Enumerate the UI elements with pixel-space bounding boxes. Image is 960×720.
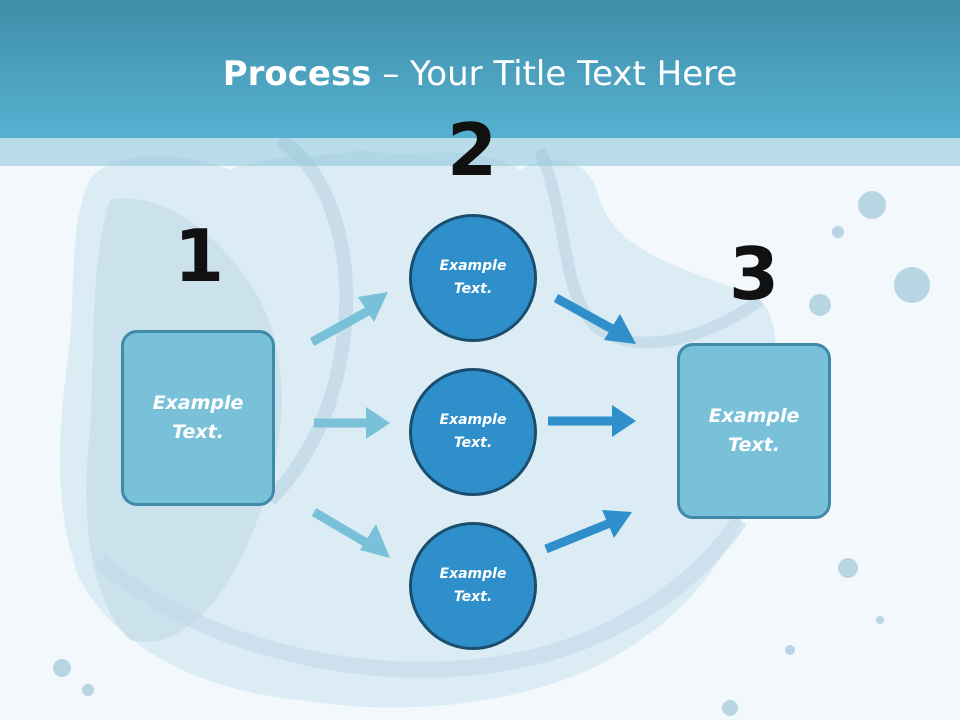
arrow-from-circle-2 — [548, 405, 636, 437]
step-1-text: Example Text. — [152, 392, 244, 443]
arrow-to-circle-1 — [309, 292, 388, 346]
arrow-from-circle-1 — [553, 294, 636, 344]
circle-1: Example Text. — [409, 214, 537, 342]
step-number-3: 3 — [728, 232, 780, 316]
arrow-to-circle-3 — [311, 508, 390, 558]
step-1-box: Example Text. — [121, 330, 275, 506]
title-bold: Process — [222, 54, 372, 94]
circle-3-text: Example Text. — [439, 566, 507, 605]
slide-title: Process – Your Title Text Here — [0, 52, 960, 96]
circle-3: Example Text. — [409, 522, 537, 650]
arrow-from-circle-3 — [544, 510, 632, 554]
circle-1-text: Example Text. — [439, 258, 507, 297]
header-band — [0, 0, 960, 138]
arrow-to-circle-2 — [314, 407, 390, 439]
step-3-box: Example Text. — [677, 343, 831, 519]
step-number-1: 1 — [173, 214, 225, 298]
step-number-2: 2 — [446, 108, 498, 192]
circle-2-text: Example Text. — [439, 412, 507, 451]
title-rest: – Your Title Text Here — [371, 54, 738, 94]
header-strip — [0, 138, 960, 166]
step-3-text: Example Text. — [708, 405, 800, 456]
circle-2: Example Text. — [409, 368, 537, 496]
